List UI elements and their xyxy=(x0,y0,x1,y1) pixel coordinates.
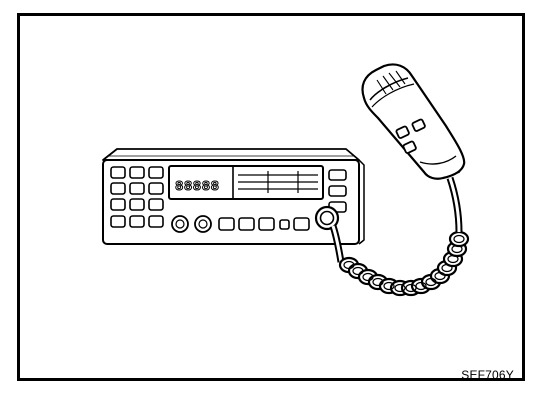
hand-microphone-icon xyxy=(361,63,466,180)
display-readout: 88888 xyxy=(175,179,220,195)
radio-unit-icon xyxy=(102,148,365,245)
coiled-cord-icon xyxy=(329,176,470,297)
figure-border xyxy=(17,13,525,381)
figure-code-label: SEF706Y xyxy=(461,368,514,382)
